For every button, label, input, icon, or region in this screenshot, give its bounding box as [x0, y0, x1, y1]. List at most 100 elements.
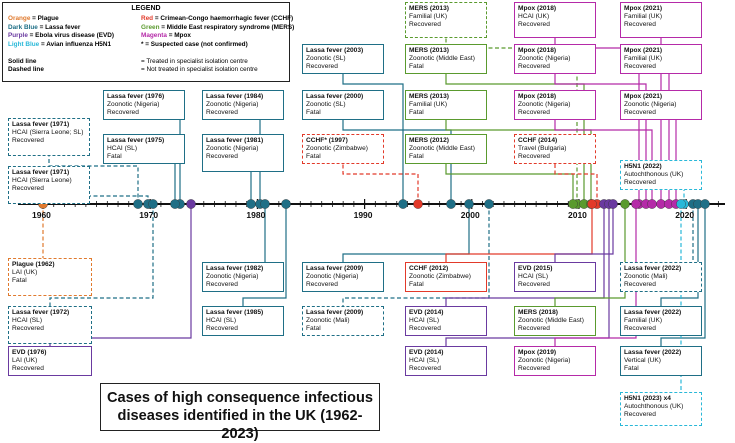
case-route: Zoonotic (Middle East)	[518, 317, 584, 325]
case-box: Lassa fever (2022)Zoonotic (Mali)Recover…	[620, 262, 702, 292]
legend-symbol-key: Dashed line	[8, 66, 44, 73]
case-title: EVD (2014)	[409, 309, 444, 316]
case-box: Lassa fever (1975)HCAI (SL)Fatal	[103, 134, 185, 164]
case-title: CCHF (2014)	[518, 137, 558, 144]
legend-text: = Mpox	[168, 32, 191, 39]
case-outcome: Fatal	[409, 153, 424, 161]
case-outcome: Recovered	[12, 325, 44, 333]
case-title: Mpox (2021)	[624, 93, 663, 100]
case-title: Lassa fever (1971)	[12, 121, 70, 128]
case-title: EVD (2015)	[518, 265, 553, 272]
legend-key: Dark Blue	[8, 23, 40, 31]
case-connector	[445, 38, 578, 204]
legend-key: Magenta	[141, 32, 169, 39]
case-connector	[48, 156, 139, 204]
case-outcome: Recovered	[624, 179, 656, 187]
legend-text: = Plague	[32, 15, 59, 22]
case-box: Mpox (2021)Zoonotic (Nigeria)Recovered	[620, 90, 702, 120]
case-box: EVD (2014)HCAI (SL)Recovered	[405, 346, 487, 376]
case-outcome: Recovered	[518, 281, 550, 289]
legend-text: = Avian influenza H5N1	[41, 40, 112, 48]
case-connector	[445, 204, 610, 346]
case-outcome: Recovered	[624, 325, 656, 333]
case-route: HCAI (SL)	[518, 273, 549, 281]
case-connector	[660, 204, 699, 306]
case-title: CCHF (2012)	[409, 265, 449, 272]
case-outcome: Recovered	[624, 281, 656, 289]
case-connector	[445, 204, 593, 262]
legend-entry: Dark Blue = Lassa fever	[8, 24, 80, 32]
case-route: Zoonotic (SL)	[306, 55, 346, 63]
case-outcome: Recovered	[409, 365, 441, 373]
case-route: Zoonotic (Nigeria)	[206, 101, 259, 109]
case-title: Lassa fever (2000)	[306, 93, 364, 100]
case-connector	[49, 204, 154, 306]
case-box: Lassa fever (1982)Zoonotic (Nigeria)Reco…	[202, 262, 284, 292]
case-route: Zoonotic (Nigeria)	[518, 55, 571, 63]
case-outcome: Fatal	[12, 277, 27, 285]
case-route: Vertical (UK)	[624, 357, 662, 365]
case-connector	[342, 204, 470, 262]
legend-symbol: * = Suspected case (not confirmed)	[141, 41, 248, 49]
case-dot	[170, 199, 180, 209]
case-box: Lassa fever (2009)Zoonotic (Nigeria)Reco…	[302, 262, 384, 292]
case-title: Lassa fever (2003)	[306, 47, 364, 54]
case-box: Lassa fever (2022)Vertical (UK)Fatal	[620, 346, 702, 376]
case-outcome: Recovered	[306, 63, 338, 71]
case-route: Zoonotic (Nigeria)	[518, 357, 571, 365]
axis-year-label: 1990	[353, 210, 373, 220]
case-dot	[413, 199, 423, 209]
case-title: Mpox (2018)	[518, 93, 557, 100]
case-title: EVD (2014)	[409, 349, 444, 356]
case-outcome: Recovered	[518, 63, 550, 71]
case-box: MERS (2013)Familial (UK)Fatal	[405, 90, 487, 120]
case-title: Mpox (2018)	[518, 5, 557, 12]
legend-text: = Lassa fever	[39, 23, 81, 31]
case-outcome: Recovered	[206, 281, 238, 289]
case-title: Mpox (2021)	[624, 5, 663, 12]
case-dot	[676, 199, 686, 209]
legend-key: Red	[141, 15, 155, 22]
case-dot	[281, 199, 291, 209]
case-connector	[554, 74, 647, 204]
case-outcome: Fatal	[107, 153, 122, 161]
case-outcome: Recovered	[518, 153, 550, 161]
legend-symbol: Solid line= Treated in specialist isolat…	[8, 58, 248, 66]
case-route: Zoonotic (Nigeria)	[107, 101, 160, 109]
case-route: Zoonotic (SL)	[306, 101, 346, 109]
case-box: EVD (2014)HCAI (SL)Recovered	[405, 306, 487, 336]
case-route: Zoonotic (Nigeria)	[206, 145, 259, 153]
axis-year-label: 1960	[32, 210, 51, 220]
case-route: Familial (UK)	[409, 13, 448, 21]
case-box: CCHF (2014)Travel (Bulgaria)Recovered	[514, 134, 596, 164]
figure-title-line-2: diseases identified in the UK (1962-2023…	[117, 408, 363, 442]
case-outcome: Recovered	[12, 365, 44, 373]
case-route: LAI (UK)	[12, 269, 38, 277]
case-box: Lassa fever (2003)Zoonotic (SL)Recovered	[302, 44, 384, 74]
case-route: Autochthonous (UK)	[624, 171, 684, 179]
case-box: Lassa fever (2009)Zoonotic (Mali)Fatal	[302, 306, 384, 336]
case-route: Zoonotic (Zimbabwe)	[409, 273, 471, 281]
case-connector	[554, 38, 640, 204]
case-dot	[260, 199, 270, 209]
case-outcome: Recovered	[624, 411, 656, 419]
axis-year-label: 2010	[568, 210, 587, 220]
case-dot	[620, 199, 630, 209]
case-title: Lassa fever (1985)	[206, 309, 264, 316]
case-outcome: Recovered	[624, 21, 656, 29]
case-box: Mpox (2018)HCAI (UK)Recovered	[514, 2, 596, 38]
case-outcome: Recovered	[206, 153, 238, 161]
case-box: Lassa fever (1976)Zoonotic (Nigeria)Reco…	[103, 90, 185, 120]
case-outcome: Recovered	[624, 109, 656, 117]
legend-entry: Red = Crimean-Congo haemorrhagic fever (…	[141, 15, 293, 23]
axis-year-label: 1980	[246, 210, 266, 220]
figure-title: Cases of high consequence infectious dis…	[100, 383, 380, 442]
case-title: MERS (2013)	[409, 93, 449, 100]
case-outcome: Recovered	[624, 63, 656, 71]
case-dot	[464, 199, 474, 209]
case-title: Lassa fever (2022)	[624, 265, 682, 272]
case-outcome: Recovered	[206, 325, 238, 333]
case-route: Familial (UK)	[624, 317, 663, 325]
case-outcome: Fatal	[306, 109, 321, 117]
